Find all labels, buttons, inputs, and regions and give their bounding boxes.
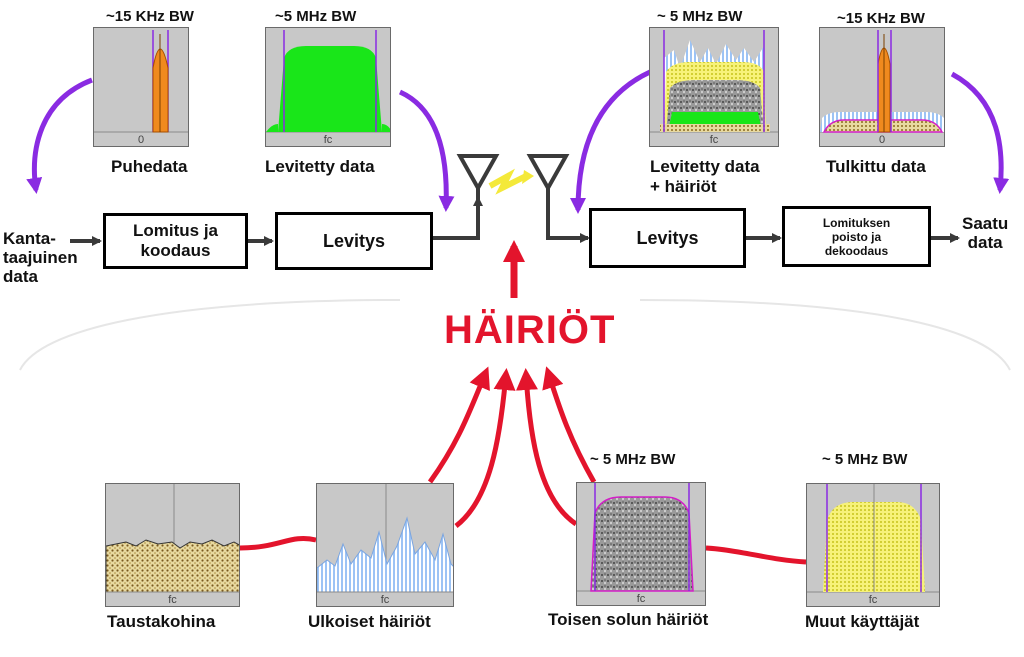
spectrum-panel-muut: fc [806,483,940,607]
output-label-line2: data [967,233,1003,252]
red-arrow-toisen-1 [515,368,578,527]
panel3-bandwidth: ~ 5 MHz BW [657,8,743,25]
arrow-antenna-to-box3 [546,198,590,243]
red-arrow-ulkoiset-1 [427,366,490,484]
red-arrow-toisen-2 [542,366,597,484]
block2-label: Levitys [322,230,386,251]
purple-arrow-tulkittu [950,71,1010,194]
block4-line2: poisto ja [831,229,882,244]
block-levitys-rx: Levitys [589,208,746,268]
purple-arrow-levitetty [398,89,455,212]
panel2-caption: Levitetty data [265,157,375,176]
panel6-caption: Ulkoiset häiriöt [308,612,431,631]
spectrum-panel-taustakohina: fc [105,483,240,607]
spectrum-panel-toisen-solun: fc [576,482,706,606]
tx-antenna-icon [456,154,500,200]
panel3-caption-line1: Levitetty data [650,157,760,176]
panel7-caption: Toisen solun häiriöt [548,610,709,629]
rx-antenna-icon [526,154,570,200]
purple-arrow-puhedata [26,77,93,194]
block3-label: Levitys [636,227,699,248]
block4-line3: dekoodaus [824,243,889,258]
panel8-bandwidth: ~ 5 MHz BW [822,451,908,468]
input-label-line1: Kanta- [3,229,56,248]
frame-curve-left [19,299,401,371]
spectrum-panel-ulkoiset: fc [316,483,454,607]
purple-arrow-hairiot [570,69,652,214]
spectrum-panel-levitetty-hairiot: fc [649,27,779,147]
panel2-axis: fc [323,134,333,146]
panel7-axis: fc [636,593,646,605]
interference-title: HÄIRIÖT [444,308,616,352]
spectrum-panel-levitetty: fc [265,27,391,147]
input-label-line2: taajuinen [3,248,78,267]
panel5-caption: Taustakohina [107,612,216,631]
red-line-muut [705,545,807,565]
spectrum-panel-tulkittu: 0 [819,27,945,147]
panel7-bandwidth: ~ 5 MHz BW [590,451,676,468]
panel3-axis: fc [709,134,719,146]
frame-curve-right [639,299,1011,371]
panel3-caption-line2: + häiriöt [650,177,717,196]
red-arrow-ulkoiset-2 [454,368,516,528]
panel4-axis: 0 [878,134,886,146]
output-label: Saatu data [962,214,1008,252]
input-label-line3: data [3,267,38,286]
panel5-axis: fc [168,594,177,606]
panel1-axis: 0 [137,134,145,146]
red-line-taustakohina [239,536,317,551]
input-label: Kanta- taajuinen data [3,229,78,286]
panel6-axis: fc [380,594,390,606]
block-lomituksen-poisto: Lomituksen poisto ja dekoodaus [782,206,931,267]
panel1-bandwidth: ~15 KHz BW [106,8,194,25]
panel8-caption: Muut käyttäjät [805,612,920,631]
panel1-caption: Puhedata [111,157,188,176]
panel2-bandwidth: ~5 MHz BW [275,8,357,25]
lightning-bolt-icon [488,168,528,195]
panel8-axis: fc [868,594,878,606]
block-levitys-tx: Levitys [275,212,433,270]
arrow-box2-to-antenna [433,196,483,240]
panel4-bandwidth: ~15 KHz BW [837,10,925,27]
block-lomitus-koodaus: Lomitus ja koodaus [103,213,248,269]
block1-line1: Lomitus ja [132,221,218,240]
block1-line2: koodaus [140,241,211,260]
panel4-caption: Tulkittu data [826,157,926,176]
spectrum-panel-puhedata: 0 [93,27,189,147]
output-label-line1: Saatu [962,214,1009,233]
block4-line1: Lomituksen [822,215,891,230]
